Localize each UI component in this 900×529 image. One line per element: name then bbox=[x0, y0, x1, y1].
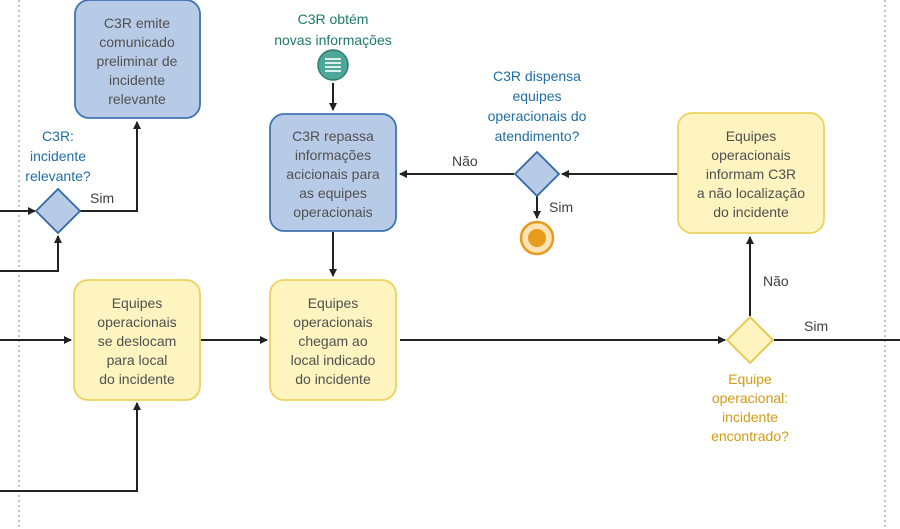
flow-label-sim-encontrado: Sim bbox=[804, 318, 828, 334]
end-event bbox=[519, 220, 555, 256]
flow-up-into-relevance-gateway bbox=[0, 235, 62, 272]
sequence-flows bbox=[0, 83, 900, 492]
message-lines-icon bbox=[325, 58, 341, 72]
flow-relevance-yes bbox=[80, 121, 141, 212]
flow-label-sim-relevante: Sim bbox=[90, 190, 114, 206]
flow-label-sim-dispensa: Sim bbox=[549, 199, 573, 215]
flow-label-nao-encontrado: Não bbox=[763, 273, 789, 289]
flow-label-nao-dispensa: Não bbox=[452, 153, 478, 169]
flow-up-into-se-deslocam bbox=[0, 402, 141, 492]
